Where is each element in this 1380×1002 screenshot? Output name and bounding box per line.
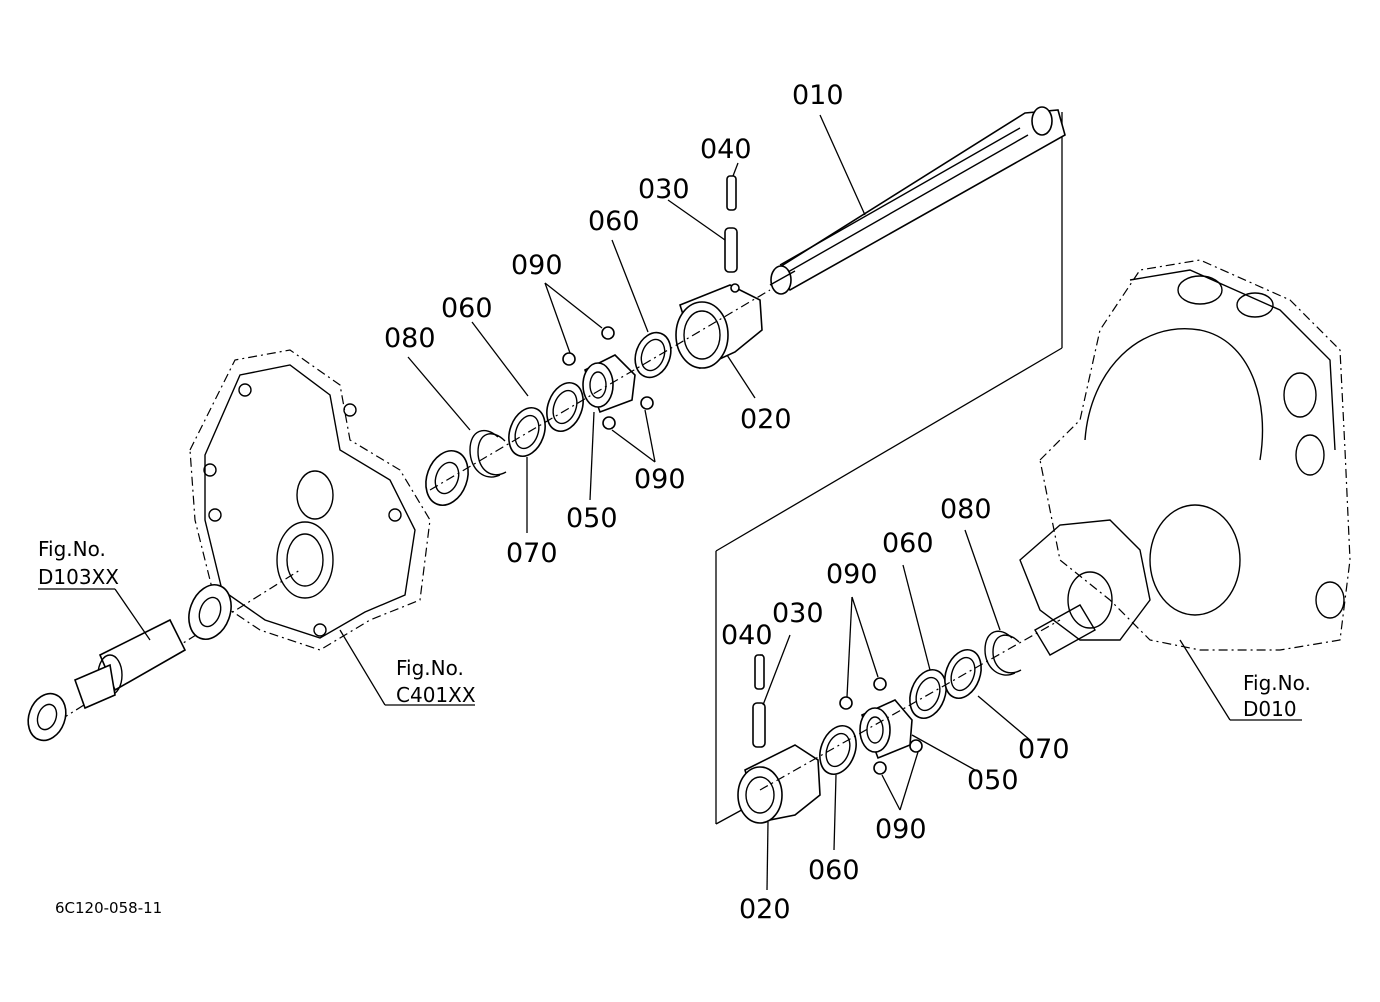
callout-090-upper-b: 090 [634,464,686,495]
callout-labels: 010 040 030 060 090 060 080 020 090 050 … [384,80,1070,925]
pin-040-lower [754,654,765,690]
washer-060-upper-a [634,331,672,379]
fig-ref-d103-line1: Fig.No. [38,537,106,561]
callout-040-lower: 040 [721,620,773,651]
snap-ring-080-upper [469,429,507,478]
callout-060-lower-a: 060 [882,528,934,559]
collar-050-upper [582,354,636,414]
callout-060-upper-a: 060 [588,206,640,237]
washer-060-lower-b [819,724,857,776]
axis-lower [759,619,1061,791]
balls-090-upper [562,326,654,430]
callout-070-lower: 070 [1018,734,1070,765]
sleeve-020-lower [737,744,821,824]
callout-040-upper: 040 [700,134,752,165]
callout-060-upper-b: 060 [441,293,493,324]
callout-060-lower-b: 060 [808,855,860,886]
washer-060-lower-a [909,668,947,720]
callout-090-upper-a: 090 [511,250,563,281]
callout-080-upper: 080 [384,323,436,354]
axis-upper [429,289,771,491]
fig-ref-d103-line2: D103XX [38,565,119,589]
callout-030-upper: 030 [638,174,690,205]
callout-090-lower-b: 090 [875,814,927,845]
callout-090-lower-a: 090 [826,559,878,590]
leader-lines [38,114,1302,891]
washer-070-lower [944,648,982,700]
pin-030-lower [752,702,766,748]
sleeve-020-upper [675,283,763,370]
fig-ref-c401-line2: C401XX [396,683,476,707]
gear-shaft-d103 [27,569,301,742]
callout-020-lower: 020 [739,894,791,925]
drawing-code: 6C120-058-11 [55,899,162,917]
callout-030-lower: 030 [772,598,824,629]
collar-050-lower [859,699,913,760]
fig-ref-d010-line1: Fig.No. [1243,671,1311,695]
callout-080-lower: 080 [940,494,992,525]
pin-040-upper [726,175,737,211]
figure-references: Fig.No. D103XX Fig.No. C401XX Fig.No. D0… [38,537,1311,721]
callout-020-upper: 020 [740,404,792,435]
washer-070-upper [508,406,546,458]
callout-050-upper: 050 [566,503,618,534]
callout-010: 010 [792,80,844,111]
fig-ref-d010-line2: D010 [1243,697,1297,721]
snap-ring-080-lower [984,630,1022,676]
transmission-d010 [1019,259,1351,656]
callout-050-lower: 050 [967,765,1019,796]
callout-070-upper: 070 [506,538,558,569]
shaft-010 [769,106,1066,295]
balls-090-lower [839,677,923,775]
assembly-frame-lines [715,112,1063,825]
fig-ref-c401-line1: Fig.No. [396,656,464,680]
washer-060-upper-b [546,381,584,433]
pin-030-upper [724,227,738,273]
bearing-upper [425,450,469,506]
